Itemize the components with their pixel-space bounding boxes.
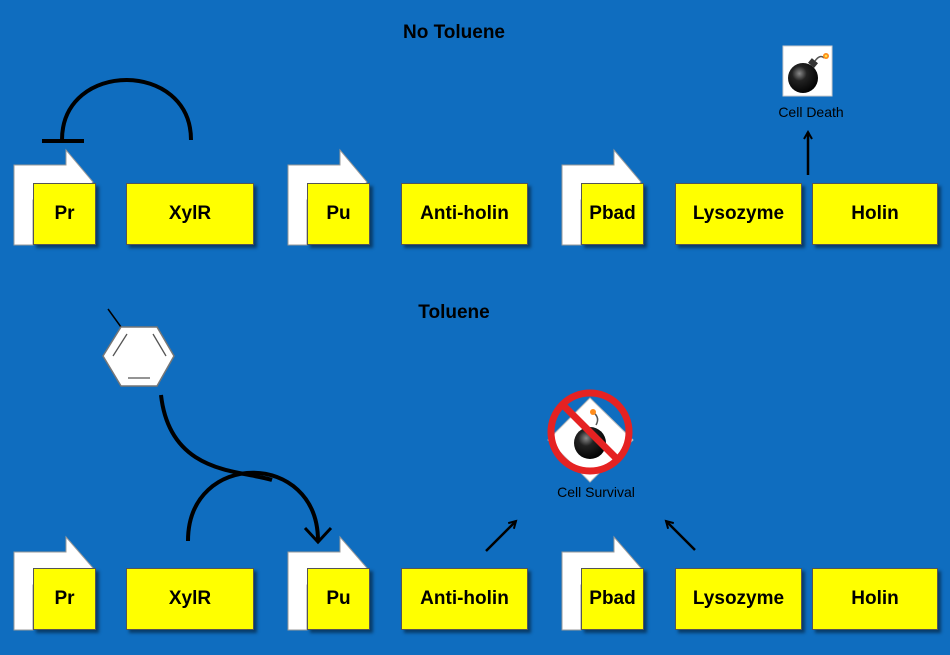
toluene-title: Toluene — [418, 302, 490, 323]
xylr-activation-arc — [186, 470, 320, 542]
pr-box-top: Pr — [33, 183, 96, 245]
xylr-box-top: XylR — [126, 183, 254, 245]
activation-arrowhead — [303, 526, 333, 545]
repression-arc — [60, 78, 193, 141]
holin-box-bottom: Holin — [812, 568, 938, 630]
xylr-box-bottom: XylR — [126, 568, 254, 630]
cell-death-label: Cell Death — [778, 104, 844, 120]
anti-holin-survival-arrow — [485, 521, 516, 552]
cell-survival-label: Cell Survival — [557, 484, 635, 500]
anti-holin-box-top: Anti-holin — [401, 183, 528, 245]
no-toluene-title: No Toluene — [402, 22, 506, 43]
anti-holin-box-bottom: Anti-holin — [401, 568, 528, 630]
pu-box-bottom: Pu — [307, 568, 370, 630]
pbad-box-bottom: Pbad — [581, 568, 644, 630]
pr-box-bottom: Pr — [33, 568, 96, 630]
lysozyme-survival-arrow — [666, 521, 696, 551]
holin-box-top: Holin — [812, 183, 938, 245]
no-bomb-icon — [547, 389, 634, 483]
pu-box-top: Pu — [307, 183, 370, 245]
toluene-activation-curve — [159, 394, 273, 482]
lysozyme-box-top: Lysozyme — [675, 183, 802, 245]
bomb-icon — [782, 45, 833, 97]
pbad-box-top: Pbad — [581, 183, 644, 245]
toluene-molecule-icon — [102, 308, 175, 387]
lysozyme-box-bottom: Lysozyme — [675, 568, 802, 630]
